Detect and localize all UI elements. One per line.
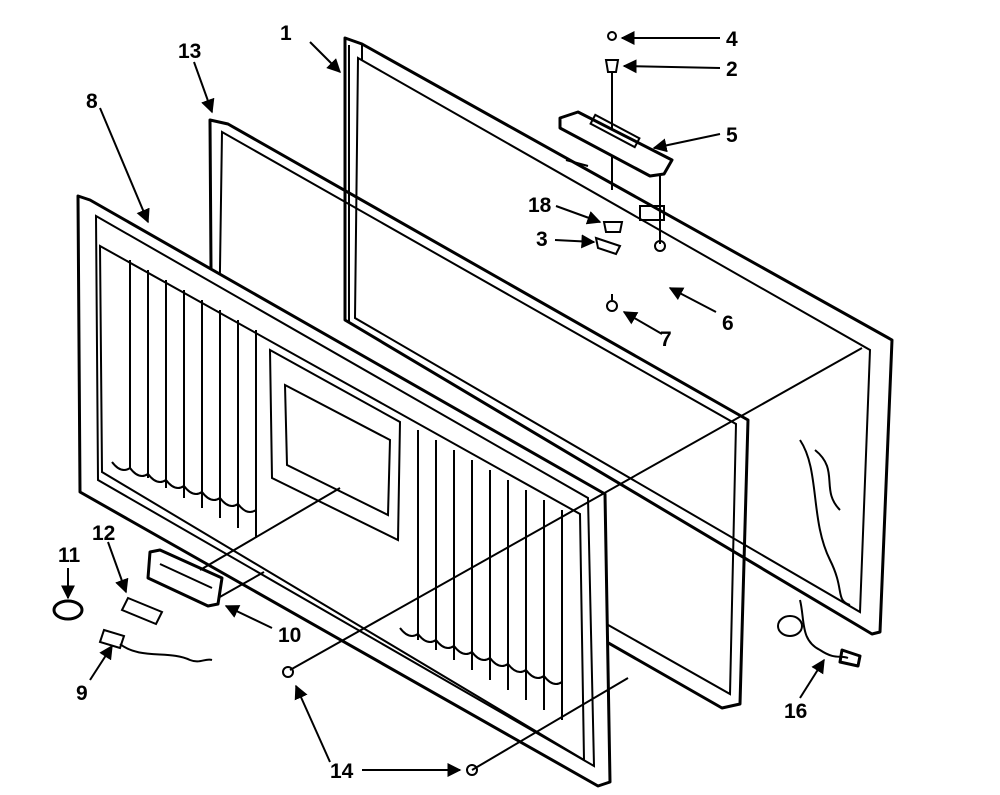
callout-4: 4: [726, 28, 738, 51]
callout-14: 14: [330, 760, 354, 783]
callout-9: 9: [76, 682, 88, 705]
callout-11: 11: [58, 544, 81, 567]
alignment-lines: [199, 347, 863, 771]
callout-8: 8: [86, 90, 98, 113]
callout-12: 12: [92, 522, 115, 545]
callout-13: 13: [178, 40, 201, 63]
power-cord-part-16: [777, 599, 862, 668]
callout-7: 7: [660, 328, 672, 351]
callout-3: 3: [536, 228, 548, 251]
hinge-assembly: [558, 31, 674, 312]
callout-16: 16: [784, 700, 807, 723]
callout-18: 18: [528, 194, 552, 217]
back-frame-part-1: [343, 36, 894, 636]
callout-1: 1: [280, 22, 292, 45]
screws-part-14: [282, 666, 478, 776]
front-door-part-8: [76, 194, 612, 788]
callout-10: 10: [278, 624, 301, 647]
callout-5: 5: [726, 124, 738, 147]
callout-6: 6: [722, 312, 734, 335]
leader-lines: [61, 31, 825, 777]
callout-2: 2: [726, 58, 738, 81]
light-assembly: [52, 548, 224, 663]
callout-labels: 1 2 3 4 5 6 7 8 9 10 11 12 13 14 16 18: [58, 22, 807, 783]
